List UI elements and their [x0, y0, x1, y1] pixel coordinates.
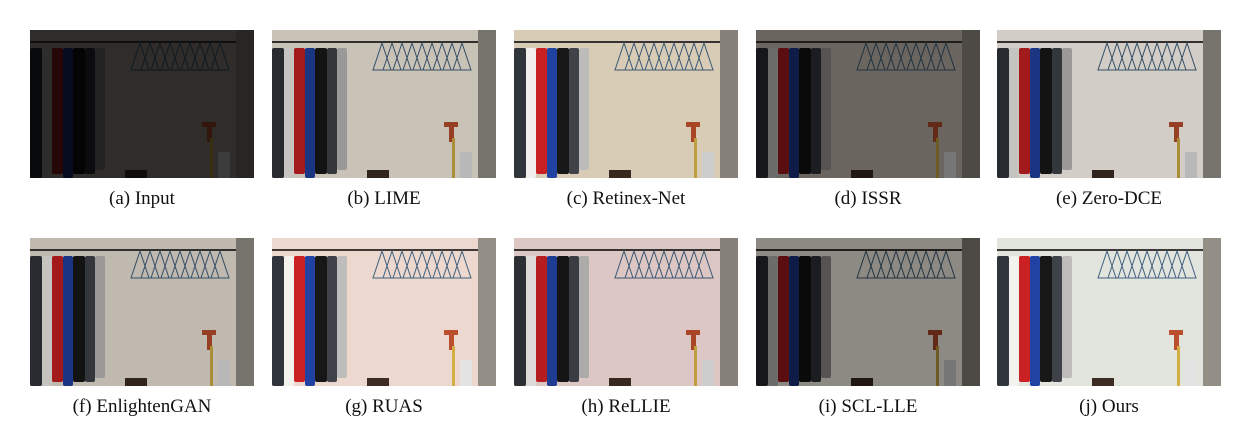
closet-scene	[997, 238, 1221, 386]
closet-scene	[272, 30, 496, 178]
panel-caption: (b) LIME	[347, 188, 421, 209]
panel-lime: (b) LIME	[272, 30, 496, 209]
panel-caption: (g) RUAS	[345, 396, 423, 417]
panel-caption: (d) ISSR	[834, 188, 902, 209]
panel-caption: (f) EnlightenGAN	[72, 396, 212, 417]
panel-input: (a) Input	[30, 30, 254, 209]
panel-ours: (j) Ours	[997, 238, 1221, 417]
panel-zero-dce: (e) Zero-DCE	[997, 30, 1221, 209]
panel-image	[514, 238, 738, 386]
panel-image	[756, 30, 980, 178]
closet-scene	[997, 30, 1221, 178]
panel-caption: (i) SCL-LLE	[818, 396, 918, 417]
closet-scene	[756, 238, 980, 386]
panel-image	[514, 30, 738, 178]
panel-caption: (h) ReLLIE	[581, 396, 671, 417]
closet-scene	[514, 30, 738, 178]
panel-image	[997, 238, 1221, 386]
panel-caption: (a) Input	[109, 188, 175, 209]
panel-image	[272, 238, 496, 386]
closet-scene	[756, 30, 980, 178]
panel-issr: (d) ISSR	[756, 30, 980, 209]
panel-ruas: (g) RUAS	[272, 238, 496, 417]
panel-caption: (c) Retinex-Net	[566, 188, 686, 209]
panel-enlightengan: (f) EnlightenGAN	[30, 238, 254, 417]
closet-scene	[514, 238, 738, 386]
closet-scene	[272, 238, 496, 386]
panel-rellie: (h) ReLLIE	[514, 238, 738, 417]
panel-image	[30, 30, 254, 178]
panel-retinex-net: (c) Retinex-Net	[514, 30, 738, 209]
panel-scl-lle: (i) SCL-LLE	[756, 238, 980, 417]
closet-scene	[30, 238, 254, 386]
panel-image	[272, 30, 496, 178]
panel-caption: (j) Ours	[1079, 396, 1139, 417]
panel-image	[30, 238, 254, 386]
panel-image	[997, 30, 1221, 178]
panel-image	[756, 238, 980, 386]
closet-scene	[30, 30, 254, 178]
panel-caption: (e) Zero-DCE	[1055, 188, 1163, 209]
